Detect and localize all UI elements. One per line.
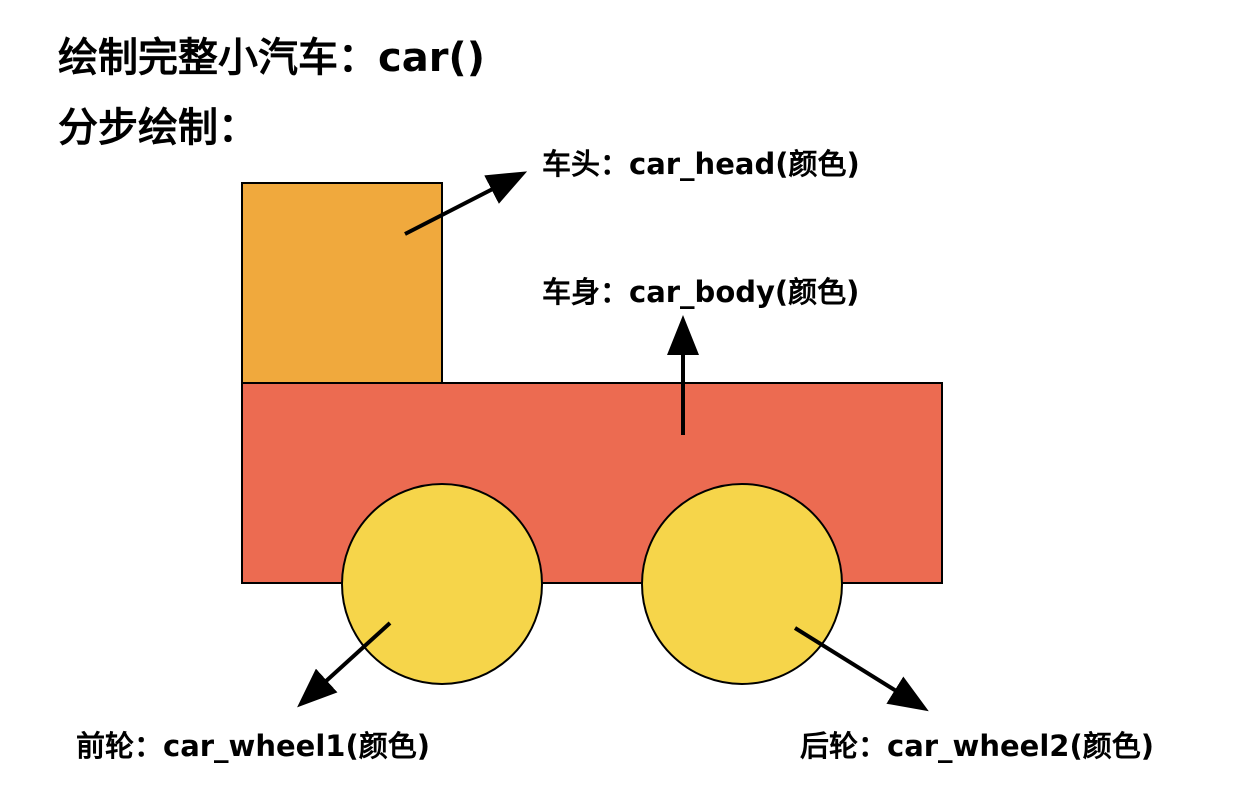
front-wheel-arrow bbox=[297, 621, 392, 708]
rear-wheel bbox=[641, 483, 843, 685]
car-head-block bbox=[241, 182, 443, 384]
sub-title: 分步绘制： bbox=[58, 105, 258, 151]
main-title: 绘制完整小汽车：car() bbox=[58, 35, 485, 81]
head-arrow bbox=[404, 171, 528, 236]
rear-wheel-label: 后轮：car_wheel2(颜色) bbox=[800, 729, 1154, 763]
rear-wheel-arrow bbox=[793, 626, 929, 712]
car-body-label: 车身：car_body(颜色) bbox=[542, 275, 860, 309]
front-wheel bbox=[341, 483, 543, 685]
front-wheel-label: 前轮：car_wheel1(颜色) bbox=[76, 729, 430, 763]
car-head-label: 车头：car_head(颜色) bbox=[542, 147, 860, 181]
